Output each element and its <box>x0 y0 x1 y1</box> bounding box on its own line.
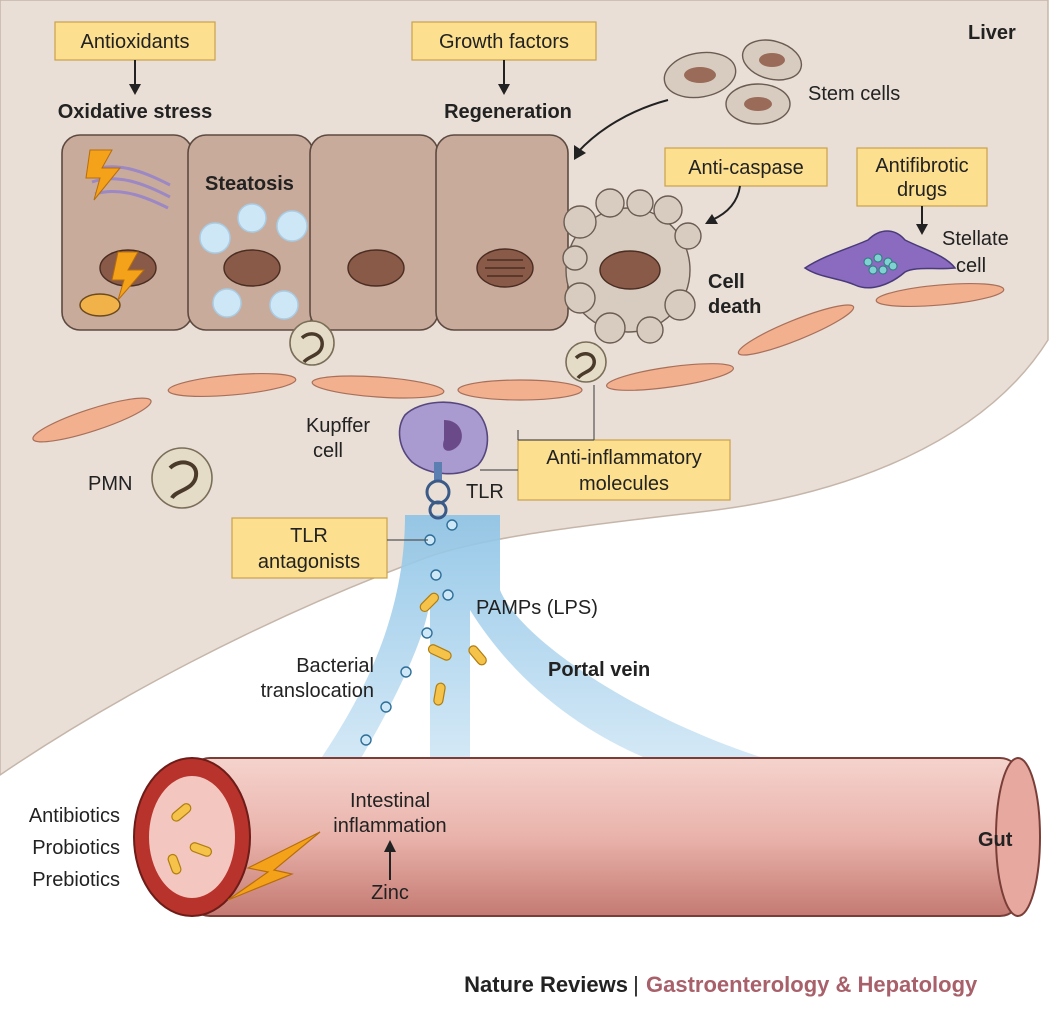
liver-label: Liver <box>968 22 1016 44</box>
lipid-droplet <box>212 288 242 318</box>
pmn-cell <box>151 447 213 509</box>
lightning-icon <box>111 251 146 301</box>
hepatocyte <box>435 134 569 331</box>
antifibrotic-label-2: drugs <box>897 179 947 201</box>
antioxidants-label: Antioxidants <box>81 31 190 53</box>
gut-label: Gut <box>978 829 1013 851</box>
probiotics-label: Probiotics <box>32 837 120 859</box>
footer-separator: | <box>633 972 639 997</box>
tlr-receptor <box>425 462 451 520</box>
lipid-droplet <box>276 210 308 242</box>
lipid-droplet <box>237 203 267 233</box>
sinusoidal-cells <box>32 282 1005 443</box>
tlr-antagonists-label-2: antagonists <box>258 551 360 573</box>
intestinal-label-2: inflammation <box>333 815 446 837</box>
anti-inflammatory-label-1: Anti-inflammatory <box>546 447 702 469</box>
apoptotic-cell <box>562 188 702 344</box>
footer-section: Gastroenterology & Hepatology <box>646 972 978 997</box>
lipid-droplet <box>269 290 299 320</box>
prebiotics-label: Prebiotics <box>32 869 120 891</box>
cell-death-label-1: Cell <box>708 271 745 293</box>
stellate-droplets <box>863 253 898 275</box>
tlr-antagonists-box <box>231 517 388 579</box>
pmn-label: PMN <box>88 473 132 495</box>
antioxidants-box <box>54 21 216 61</box>
stem-cells-label: Stem cells <box>808 83 900 105</box>
lipid-droplet <box>199 222 231 254</box>
inflammation-lightning-icon <box>227 831 321 901</box>
anti-inflammatory-label-2: molecules <box>579 473 669 495</box>
anti-caspase-label: Anti-caspase <box>688 157 804 179</box>
nucleus <box>223 249 281 287</box>
steatosis-label: Steatosis <box>205 173 294 195</box>
tlr-label: TLR <box>466 481 504 503</box>
pamps <box>360 519 487 746</box>
hepatocytes <box>61 134 569 331</box>
bacterial-label-2: translocation <box>261 680 374 702</box>
kupffer-cell <box>398 401 489 475</box>
cell-death-label-2: death <box>708 296 761 318</box>
regeneration-label: Regeneration <box>444 101 572 123</box>
stem-cells <box>663 39 803 125</box>
growth-factors-box <box>411 21 597 61</box>
antifibrotic-label-1: Antifibrotic <box>875 155 968 177</box>
gut-tube <box>133 757 1041 917</box>
anti-caspase-box <box>664 147 828 187</box>
bacterium <box>167 853 182 875</box>
hepatocyte <box>309 134 439 331</box>
intestinal-label-1: Intestinal <box>350 790 430 812</box>
arrows <box>129 60 928 880</box>
bacterium <box>189 842 213 857</box>
growth-factors-label: Growth factors <box>439 31 569 53</box>
zinc-label: Zinc <box>371 882 409 904</box>
kupffer-label-2: cell <box>313 440 343 462</box>
pamps-label: PAMPs (LPS) <box>476 597 598 619</box>
footer-journal: Nature Reviews <box>464 972 628 997</box>
portal-vein-label: Portal vein <box>548 659 650 681</box>
anti-inflammatory-box <box>517 439 731 501</box>
antibiotics-label: Antibiotics <box>29 805 120 827</box>
neutrophil <box>289 320 607 383</box>
oxidative-stress-label: Oxidative stress <box>58 101 213 123</box>
bacterium <box>171 803 192 822</box>
bacterial-label-1: Bacterial <box>296 655 374 677</box>
mitochondrion <box>79 293 121 317</box>
tlr-antagonists-label-1: TLR <box>290 525 328 547</box>
stellate-label-2: cell <box>956 255 986 277</box>
stellate-label-1: Stellate <box>942 228 1009 250</box>
lightning-icon <box>85 149 122 201</box>
nucleus <box>347 249 405 287</box>
kupffer-label-1: Kupffer <box>306 415 370 437</box>
